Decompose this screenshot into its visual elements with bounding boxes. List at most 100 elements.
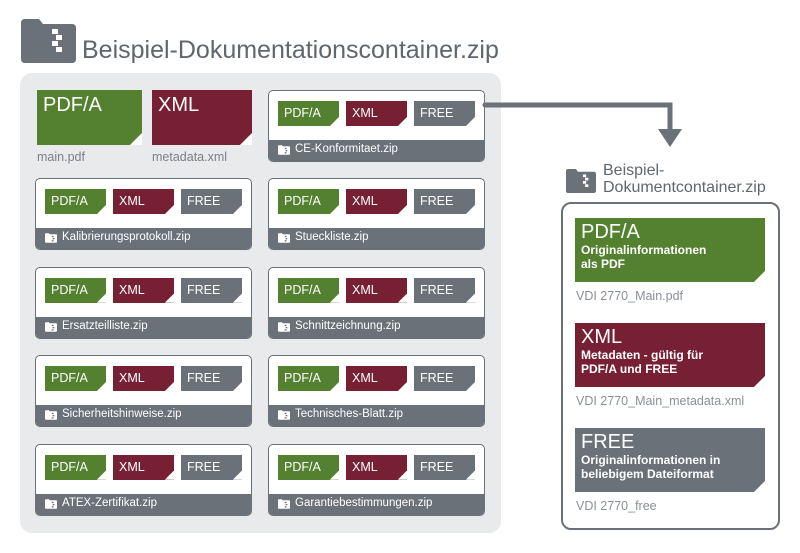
zip-name: Schnittzeichnung.zip [295,319,401,332]
zip-card-footer: Technisches-Blatt.zip [269,405,484,426]
chip-free: FREE [181,189,242,214]
document-container-panel [561,202,780,530]
doc-desc-2: beliebigem Dateiformat [581,466,714,481]
zip-folder-icon [278,321,290,332]
chip-xml: XML [113,189,174,214]
zip-card-footer: Garantiebestimmungen.zip [269,493,484,515]
chip-label: FREE [187,459,221,474]
zip-card[interactable]: PDF/A XML FREE Stueckliste.zip [268,178,485,250]
zip-card-footer: Kalibrierungsprotokoll.zip [36,228,251,249]
chip-pdfa: PDF/A [45,454,106,480]
chip-xml: XML [346,189,407,214]
chip-free: FREE [414,454,475,480]
chip-free: FREE [181,454,242,480]
chip-xml: XML [346,101,407,126]
chip-xml: XML [346,454,407,480]
doc-type: XML [581,326,623,348]
chip-free: FREE [414,189,475,214]
doc-type: FREE [581,431,635,453]
chip-label: FREE [420,459,454,474]
chip-free: FREE [414,101,475,126]
chip-label: PDF/A [284,106,321,120]
zip-card[interactable]: PDF/A XML FREE Sicherheitshinweise.zip [35,355,252,427]
zip-card[interactable]: PDF/A XML FREE Schnittzeichnung.zip [268,266,485,339]
chip-label: PDF/A [284,194,321,208]
chip-label: FREE [420,194,454,208]
doc-container-title-1: Beispiel- [603,162,665,179]
chip-label: XML [352,194,378,208]
chip-free: FREE [414,366,475,391]
chip-xml: XML [346,277,407,303]
zip-name: Technisches-Blatt.zip [295,408,404,420]
zip-card[interactable]: PDF/A XML FREE Garantiebestimmungen.zip [268,443,485,516]
xml-file[interactable]: XML [152,90,252,145]
zip-card-footer: Stueckliste.zip [269,228,484,249]
chip-label: PDF/A [51,194,88,208]
chip-label: FREE [187,371,221,385]
pdfa-label: PDF/A [43,94,102,116]
chip-label: XML [119,194,145,208]
pdfa-file[interactable]: PDF/A [37,90,142,145]
zip-card-footer: Sicherheitshinweise.zip [36,405,251,426]
chip-pdfa: PDF/A [45,277,106,303]
zip-folder-icon [278,410,290,420]
zip-folder-icon [21,19,76,63]
zip-name: Stueckliste.zip [295,231,369,243]
chip-free: FREE [414,277,475,303]
zip-card-footer: Schnittzeichnung.zip [269,316,484,338]
chip-pdfa: PDF/A [278,277,339,303]
main-pdf-label: main.pdf [37,150,85,164]
doc-filename: VDI 2770_free [576,499,657,513]
zip-card-footer: Ersatzteilliste.zip [36,316,251,338]
chip-free: FREE [181,277,242,303]
zip-folder-icon [566,169,596,193]
chip-label: FREE [420,282,454,297]
doc-desc-1: Metadaten - gültig für [581,348,703,362]
chip-label: XML [119,371,145,385]
zip-folder-icon [278,498,290,509]
doc-desc-2: als PDF [581,256,626,271]
doc-container-title-2: Dokumentcontainer.zip [603,179,766,196]
zip-name: Kalibrierungsprotokoll.zip [62,231,191,243]
chip-xml: XML [346,366,407,391]
main-container-title: Beispiel-Dokumentationscontainer.zip [82,36,499,64]
zip-name: Garantiebestimmungen.zip [295,496,433,509]
zip-folder-icon [278,145,290,155]
chip-label: XML [352,106,378,120]
zip-card-footer: ATEX-Zertifikat.zip [36,493,251,515]
chip-label: FREE [187,194,221,208]
chip-xml: XML [113,454,174,480]
chip-label: XML [119,459,145,474]
zip-folder-icon [45,498,57,509]
zip-card[interactable]: PDF/A XML FREE Kalibrierungsprotokoll.zip [35,178,252,250]
chip-label: FREE [420,106,454,120]
chip-pdfa: PDF/A [45,189,106,214]
doc-desc-1: Originalinformationen in [581,453,721,467]
doc-filename: VDI 2770_Main.pdf [576,289,684,303]
zip-card[interactable]: PDF/A XML FREE ATEX-Zertifikat.zip [35,443,252,516]
chip-free: FREE [181,366,242,391]
zip-card[interactable]: PDF/A XML FREE CE-Konformitaet.zip [268,90,485,162]
chip-pdfa: PDF/A [278,366,339,391]
zip-folder-icon [45,233,57,243]
doc-filename: VDI 2770_Main_metadata.xml [576,394,745,408]
chip-label: PDF/A [51,371,88,385]
chip-label: FREE [420,371,454,385]
zip-card-footer: CE-Konformitaet.zip [269,140,484,161]
metadata-xml-label: metadata.xml [152,150,228,164]
chip-label: XML [352,282,378,297]
chip-label: PDF/A [284,371,321,385]
chip-pdfa: PDF/A [45,366,106,391]
chip-pdfa: PDF/A [278,454,339,480]
zip-folder-icon [278,233,290,243]
doc-desc-1: Originalinformationen [581,243,707,257]
chip-label: XML [352,459,378,474]
chip-xml: XML [113,366,174,391]
zip-card[interactable]: PDF/A XML FREE Technisches-Blatt.zip [268,355,485,427]
zip-name: Sicherheitshinweise.zip [62,408,182,420]
zip-name: CE-Konformitaet.zip [295,143,398,155]
